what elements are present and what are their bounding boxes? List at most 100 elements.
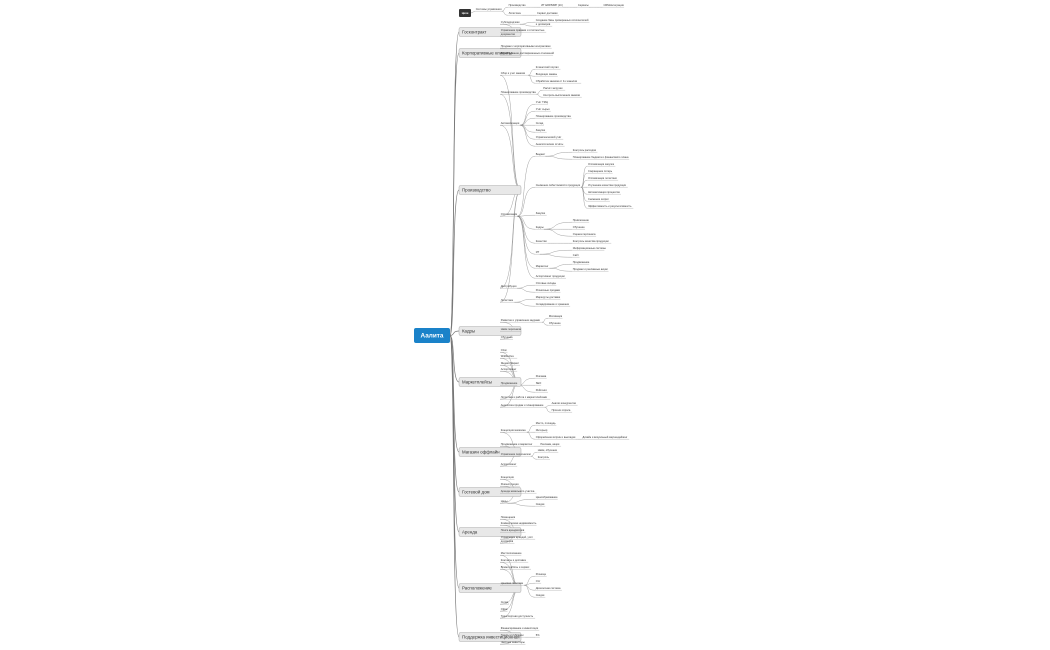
subtopic-label[interactable]: Развитие и управление кадрами [501, 318, 541, 322]
subtopic-label[interactable]: и договоров [536, 23, 551, 26]
subtopic-label[interactable]: Входящие заказы [536, 72, 557, 76]
subtopic-label[interactable]: Учёт ТМЦ [536, 100, 548, 104]
subtopic-label[interactable]: Время работы и сервис [501, 565, 530, 569]
subtopic-label[interactable]: Планирование бюджета и финансового плана [573, 155, 629, 159]
subtopic-label[interactable]: Контакты и доставка [501, 558, 527, 562]
subtopic-label[interactable]: Розничные продажи [536, 288, 561, 292]
main-topic-label[interactable]: Производство [462, 188, 491, 193]
main-topic-label[interactable]: Аренда [462, 530, 478, 535]
subtopic-label[interactable]: SEO [536, 381, 541, 385]
subtopic-label[interactable]: Рейтинги [536, 388, 548, 392]
main-topic-label[interactable]: Корпоративные клиенты [462, 51, 512, 56]
subtopic-label[interactable]: Информационные системы [573, 246, 606, 250]
subtopic-label[interactable]: Производство [509, 3, 526, 7]
subtopic-label[interactable]: Контроль расходов [573, 148, 597, 152]
subtopic-label[interactable]: Дистрибуция [501, 284, 517, 288]
subtopic-label[interactable]: Обучение [549, 321, 561, 325]
subtopic-label[interactable]: Ассортимент [501, 462, 517, 466]
subtopic-label[interactable]: Эффективность и результативность [588, 204, 632, 208]
subtopic-label[interactable]: Wildberries [501, 354, 515, 358]
subtopic-label[interactable]: Скидки [536, 502, 545, 506]
root-topic[interactable]: Аалита [414, 328, 450, 343]
subtopic-label[interactable]: Снижение себестоимости продукции [536, 183, 581, 187]
subtopic-label[interactable]: Наём, обучение [538, 448, 558, 452]
subtopic-label[interactable]: Продвижение [501, 381, 518, 385]
subtopic-label[interactable]: Офис [501, 607, 509, 611]
subtopic-label[interactable]: Закупки [536, 211, 546, 215]
subtopic-label[interactable]: Дизайн и визуальный мерчендайзинг [582, 435, 627, 439]
subtopic-label[interactable]: Логистика [509, 11, 522, 15]
subtopic-label[interactable]: Аналитика продаж и планирование [501, 403, 544, 407]
subtopic-label[interactable]: ИТ [536, 250, 540, 254]
subtopic-label[interactable]: Автоматизация процессов [588, 190, 620, 194]
subtopic-label[interactable]: Склад [501, 600, 509, 604]
subtopic-label[interactable]: Оптимизация логистики [588, 176, 617, 180]
subtopic-label[interactable]: Управление арендой, учёт [501, 535, 534, 539]
subtopic-label[interactable]: Обработка заказов от 3-х каналов [536, 79, 578, 83]
subtopic-label[interactable]: Гранты и субсидии [501, 633, 524, 637]
subtopic-label[interactable]: Автоматизация [501, 121, 520, 125]
subtopic-label[interactable]: 5% [536, 633, 540, 637]
subtopic-label[interactable]: Сервисы [578, 3, 589, 7]
subtopic-label[interactable]: Оценка персонала [573, 232, 596, 236]
subtopic-label[interactable]: Планирование производства [536, 114, 571, 118]
subtopic-label[interactable]: Снижение затрат [588, 197, 610, 201]
subtopic-label[interactable]: ИТ ERP/MRP (1С) [541, 3, 563, 7]
subtopic-label[interactable]: Розница [536, 572, 547, 576]
subtopic-label[interactable]: Сервис доставки [537, 11, 558, 15]
subtopic-label[interactable]: Мотивация [549, 314, 563, 318]
subtopic-label[interactable]: Прогноз спроса [552, 408, 571, 412]
subtopic-label[interactable]: Логистика и работа с маркетплейсами [501, 395, 548, 399]
subtopic-label[interactable]: Оптовые склады [536, 281, 556, 285]
subtopic-label[interactable]: Скидки [536, 593, 545, 597]
subtopic-label[interactable]: Местоположение [501, 551, 522, 555]
subtopic-label[interactable]: Управление правами и отчётностью [501, 28, 545, 32]
subtopic-label[interactable]: CRM/интеграция [604, 3, 625, 7]
subtopic-label[interactable]: Реклама, акции [541, 442, 560, 446]
subtopic-label[interactable]: Сокращение потерь [588, 169, 613, 173]
main-topic-label[interactable]: Гостевой дом [462, 490, 490, 495]
subtopic-label[interactable]: Ассортимент [501, 367, 517, 371]
subtopic-label[interactable]: Создание базы проверенных исполнителей [536, 18, 589, 22]
subtopic-label[interactable]: Финансирование и инвестиции [501, 626, 539, 630]
subtopic-label[interactable]: Кадры [536, 225, 544, 229]
subtopic-label[interactable]: Транспортная доступность [501, 614, 534, 618]
main-topic-label[interactable]: Магазин оффлайн [462, 450, 500, 455]
subtopic-label[interactable]: Контроль выполнения заказов [543, 93, 580, 97]
subtopic-label[interactable]: Склад [536, 121, 544, 125]
subtopic-label[interactable]: Цены [501, 499, 508, 503]
subtopic-label[interactable]: договоров [501, 540, 514, 543]
subtopic-label[interactable]: Аренда земельного участка [501, 489, 535, 493]
subtopic-label[interactable]: Ozon [501, 348, 508, 352]
subtopic-label[interactable]: Учёт сырья [536, 107, 550, 111]
subtopic-label[interactable]: Реклама [536, 374, 547, 378]
subtopic-label[interactable]: Частные инвесторы [501, 640, 525, 644]
subtopic-label[interactable]: Оптимизация [501, 212, 518, 216]
main-topic-label[interactable]: Кадры [462, 329, 475, 334]
subtopic-label[interactable]: Маршруты доставки [536, 295, 561, 299]
subtopic-label[interactable]: Поиск арендаторов [501, 528, 525, 532]
subtopic-label[interactable]: Концепция магазина [501, 428, 526, 432]
subtopic-label[interactable]: Ценовая политика [501, 581, 524, 585]
subtopic-label[interactable]: Продвижение [573, 260, 590, 264]
subtopic-label[interactable]: Системы управления [476, 7, 502, 11]
subtopic-label[interactable]: Наём персонала [501, 327, 522, 331]
subtopic-label[interactable]: Контроль качества продукции [573, 239, 609, 243]
main-topic-label[interactable]: Поддержка инвестиционная [462, 635, 520, 640]
subtopic-label[interactable]: Реконструкция [501, 482, 519, 486]
subtopic-label[interactable]: Продажи и рекламные акции [573, 267, 608, 271]
subtopic-label[interactable]: Улучшение качества продукции [588, 183, 627, 187]
subtopic-label[interactable]: Планирование производства [501, 90, 536, 94]
subtopic-label[interactable]: Контроль [538, 455, 550, 459]
subtopic-label[interactable]: Дисконтная система [536, 586, 561, 590]
subtopic-label[interactable]: Сбор и учет заказов [501, 71, 526, 75]
subtopic-label[interactable]: Привлечение [573, 218, 590, 222]
subtopic-label[interactable]: Ассортимент продукции [536, 274, 565, 278]
subtopic-label[interactable]: Помещения [501, 515, 516, 519]
subtopic-label[interactable]: Коммерческая недвижимость [501, 521, 537, 525]
subtopic-label[interactable]: Аналитические отчёты [536, 142, 564, 146]
subtopic-label[interactable]: Интерьер [536, 428, 548, 432]
subtopic-label[interactable]: Продвижение и маркетинг [501, 442, 533, 446]
subtopic-label[interactable]: Формирование долговременных отношений [501, 51, 555, 55]
subtopic-label[interactable]: Логистика [501, 298, 514, 302]
